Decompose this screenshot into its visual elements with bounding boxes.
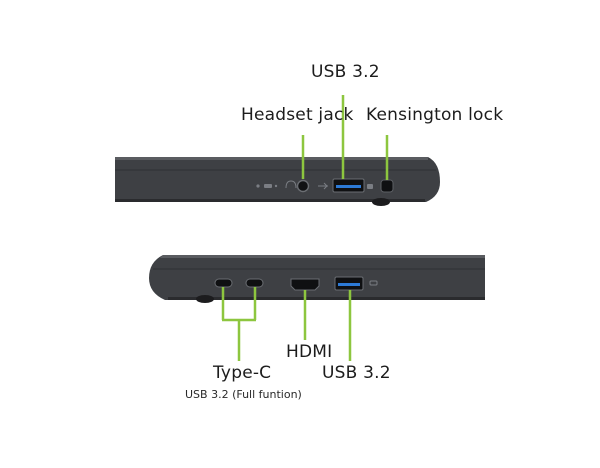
- usb-lower-label: USB 3.2: [322, 363, 391, 383]
- usb-upper-label: USB 3.2: [311, 62, 380, 82]
- usb-c-port-2: [245, 278, 264, 288]
- left-side-view: [149, 255, 485, 303]
- headset-icon: [285, 180, 297, 189]
- chassis-bottom-edge-right: [115, 199, 425, 202]
- rubber-foot-left: [196, 295, 214, 303]
- usb-a-port-lower-tongue: [338, 283, 360, 286]
- chassis-highlight-right: [115, 157, 428, 160]
- rubber-foot-right: [372, 198, 390, 206]
- chassis-highlight-left: [160, 255, 485, 258]
- callout-lines-top: [301, 95, 389, 180]
- laptop-chassis-right: [115, 157, 440, 202]
- laptop-chassis-left: [149, 255, 485, 300]
- power-indicator-icon: [369, 280, 378, 286]
- hdmi-label: HDMI: [286, 342, 333, 362]
- usb-symbol-icon: [318, 182, 328, 190]
- headset-jack-label: Headset jack: [241, 105, 354, 125]
- chassis-bottom-edge-left: [168, 297, 485, 300]
- kensington-lock-label: Kensington lock: [366, 105, 504, 125]
- led-indicator-icons: [256, 184, 278, 188]
- callout-lines-bottom: [221, 287, 352, 361]
- lock-icon: [367, 184, 373, 189]
- headset-jack-port: [296, 179, 310, 193]
- right-side-view: [115, 157, 440, 206]
- usb-c-port-1: [214, 278, 233, 288]
- hdmi-port: [290, 278, 320, 291]
- kensington-slot: [380, 179, 394, 193]
- typec-label: Type-C: [213, 363, 272, 383]
- typec-sublabel: USB 3.2 (Full funtion): [185, 388, 302, 401]
- usb-a-port-upper-tongue: [336, 185, 361, 188]
